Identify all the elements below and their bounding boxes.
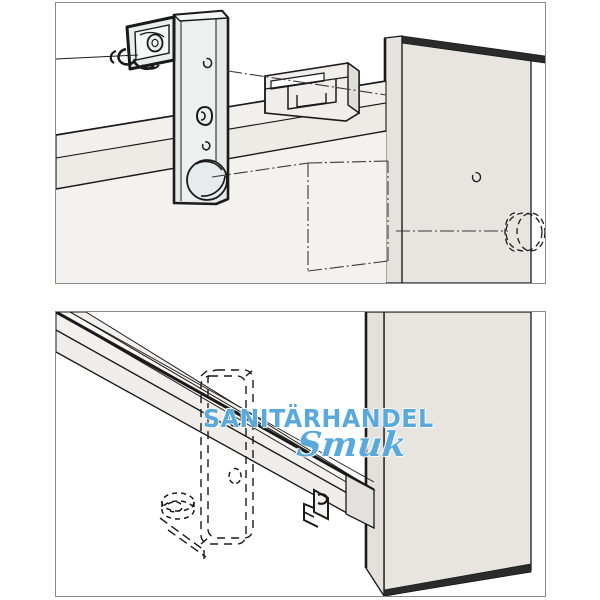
leader-lines-bottom <box>159 517 207 562</box>
door-leaf-bottom <box>364 312 532 596</box>
door-leaf-top <box>383 35 545 283</box>
adjustment-screw-head <box>186 159 228 201</box>
bottom-guide-clip <box>303 488 329 528</box>
bracket-footprint-outline <box>200 369 254 545</box>
panel-bottom-underside-view <box>55 311 546 597</box>
dowel-reference-bottom <box>161 492 195 520</box>
bottom-panel-drawing <box>56 312 532 596</box>
dowel-reference-circle <box>504 212 545 252</box>
track-rail-bottom <box>56 312 376 530</box>
construction-lines <box>211 70 508 272</box>
rail-end-connector <box>264 61 360 122</box>
bracket-adjust-slot <box>195 106 214 126</box>
bracket-hole-lower <box>201 141 211 151</box>
roller-carriage <box>109 15 176 71</box>
bracket-hole-top <box>202 57 213 69</box>
panel-top-assembled-view <box>55 2 546 284</box>
fixing-hole-marker-door <box>471 172 482 183</box>
top-panel-drawing <box>56 9 545 283</box>
fixing-hole-lower <box>228 467 242 485</box>
fixing-hole-upper <box>228 410 242 428</box>
reference-line-carriage <box>56 54 139 60</box>
